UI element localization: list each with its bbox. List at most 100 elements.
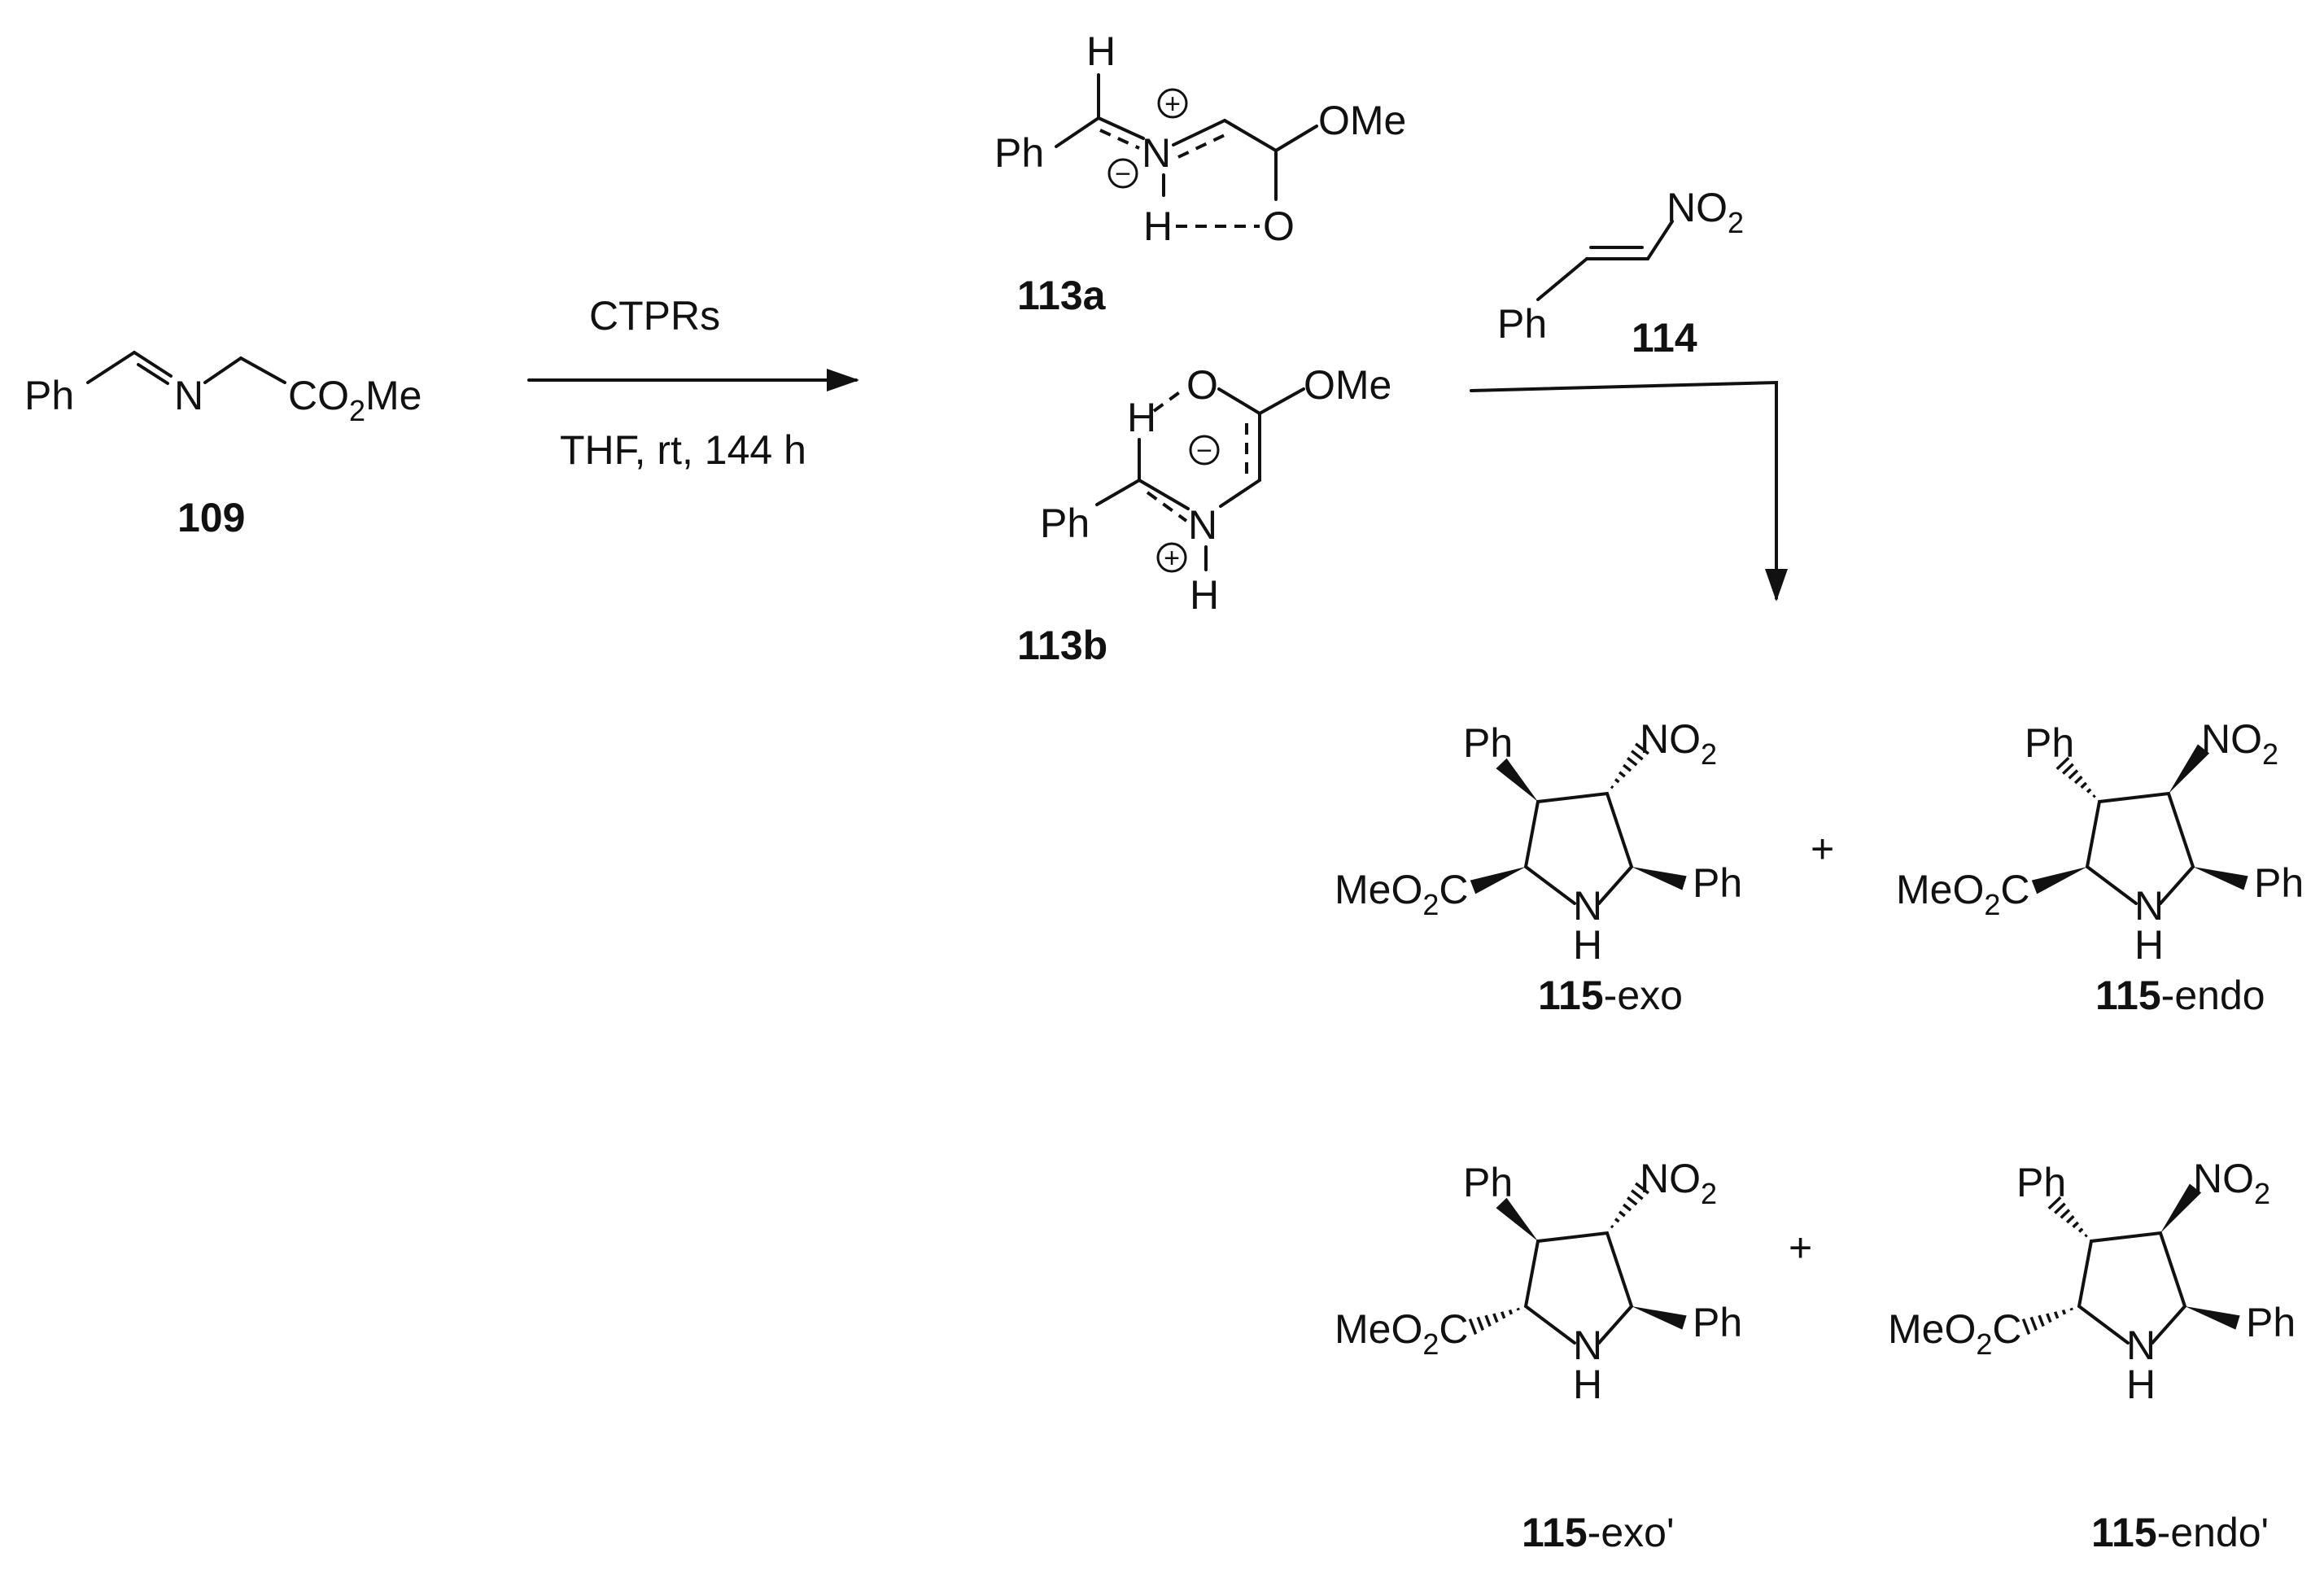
no2-label: NO2 bbox=[1640, 716, 1717, 771]
c114-bond-ph-c bbox=[1536, 257, 1588, 301]
n-label: N bbox=[2134, 883, 2164, 929]
compound-109: Ph N CO2Me 109 bbox=[24, 351, 422, 540]
no2-stereo-bond bbox=[1610, 742, 1649, 789]
no2-label: NO2 bbox=[2193, 1156, 2270, 1210]
c109-bond-ch2-co bbox=[239, 356, 286, 384]
ph-label: Ph bbox=[2025, 720, 2074, 766]
c113b-minus-charge bbox=[1189, 435, 1220, 466]
no2-stereo-bond bbox=[2160, 1183, 2202, 1233]
n-label: N bbox=[2126, 1323, 2156, 1368]
ester-stereo-bond bbox=[2031, 867, 2087, 894]
n-label: N bbox=[1573, 883, 1602, 929]
c113b-bond-ph-c bbox=[1095, 479, 1141, 506]
c109-bond-ph-c bbox=[86, 351, 136, 384]
c113a-bond-c-n-2 bbox=[1099, 129, 1140, 150]
c113b-bond-c-ome bbox=[1258, 387, 1305, 415]
ph-stereo-bond bbox=[2055, 756, 2096, 798]
ester-stereo-bond bbox=[1468, 1307, 1520, 1335]
ester-label: MeO2C bbox=[1335, 867, 1469, 921]
c113b-ome-label: OMe bbox=[1304, 362, 1391, 408]
ph-label: Ph bbox=[2016, 1160, 2066, 1205]
c113b-ph-label: Ph bbox=[1040, 501, 1090, 546]
n-label: N bbox=[1573, 1323, 1602, 1368]
product-label: 115-endo bbox=[2095, 973, 2265, 1018]
c109-number: 109 bbox=[177, 495, 245, 540]
pyrrolidine-ring bbox=[1523, 791, 1634, 905]
plus-sign-2: + bbox=[1789, 1225, 1812, 1270]
plus-sign-1: + bbox=[1811, 826, 1834, 872]
pyrrolidine-ring bbox=[1523, 1231, 1634, 1345]
ph2-label: Ph bbox=[2246, 1300, 2296, 1345]
c113b-bond-o-c bbox=[1217, 387, 1261, 415]
c109-bond-n-ch2 bbox=[203, 356, 242, 384]
product-label: 115-exo bbox=[1538, 973, 1683, 1018]
c113a-bond-ph-c bbox=[1055, 116, 1100, 148]
nh-label: H bbox=[1573, 1362, 1602, 1407]
ph-label: Ph bbox=[1463, 1160, 1513, 1205]
c114-ph-label: Ph bbox=[1497, 301, 1547, 347]
product-label: 115-exo' bbox=[1522, 1510, 1674, 1555]
ph2-stereo-bond bbox=[1632, 1306, 1687, 1330]
c113b-plus-charge bbox=[1156, 542, 1187, 573]
c113a-bond-n-c bbox=[1172, 119, 1226, 146]
compound-113b: H O OMe − Ph N + H 113b bbox=[1017, 362, 1391, 668]
ester-label: MeO2C bbox=[1896, 867, 2030, 921]
reaction-arrow-1: CTPRs THF, rt, 144 h bbox=[527, 293, 859, 473]
c114-bond-c-no2 bbox=[1646, 220, 1674, 260]
ph2-label: Ph bbox=[1693, 860, 1742, 906]
ph-stereo-bond bbox=[1496, 1197, 1538, 1241]
c109-bond-c-n-1 bbox=[133, 351, 173, 378]
c113a-plus-charge bbox=[1157, 88, 1188, 119]
c113b-number: 113b bbox=[1017, 623, 1107, 668]
c113b-bond-c-n-2 bbox=[1146, 491, 1188, 523]
c109-n-label: N bbox=[174, 373, 203, 418]
c113b-plus-sign: + bbox=[1164, 543, 1180, 574]
c113a-bond-c-n-1 bbox=[1097, 116, 1145, 140]
ph2-stereo-bond bbox=[2185, 1306, 2240, 1330]
c114-no2-label: NO2 bbox=[1667, 185, 1744, 239]
c113a-ome-label: OMe bbox=[1318, 98, 1406, 143]
ester-stereo-bond bbox=[2021, 1307, 2073, 1335]
corner-arrow bbox=[1470, 380, 1788, 601]
ester-label: MeO2C bbox=[1888, 1306, 2022, 1361]
c113a-minus-charge bbox=[1107, 158, 1138, 189]
c109-bond-c-n-2 bbox=[137, 363, 169, 385]
ph2-label: Ph bbox=[2254, 860, 2304, 906]
c113b-n-label: N bbox=[1188, 502, 1217, 548]
c114-number: 114 bbox=[1632, 315, 1697, 361]
c113a-ph-label: Ph bbox=[994, 130, 1044, 176]
c113b-minus-sign: − bbox=[1196, 435, 1212, 466]
ph2-stereo-bond bbox=[1632, 867, 1687, 890]
c113b-h-label: H bbox=[1190, 572, 1219, 618]
c113b-h-top: H bbox=[1127, 395, 1156, 440]
no2-stereo-bond bbox=[1610, 1182, 1649, 1229]
c113a-minus-sign: − bbox=[1115, 159, 1131, 190]
c113b-bond-c-n bbox=[1219, 479, 1261, 508]
pyrrolidine-ring bbox=[2077, 1231, 2187, 1345]
ph-stereo-bond bbox=[2047, 1196, 2088, 1238]
ph2-stereo-bond bbox=[2193, 867, 2248, 890]
nh-label: H bbox=[2126, 1362, 2156, 1407]
no2-stereo-bond bbox=[2169, 744, 2210, 794]
product-label: 115-endo' bbox=[2091, 1510, 2269, 1555]
c113b-hbond bbox=[1152, 387, 1186, 413]
c113a-bond-c-ome bbox=[1274, 125, 1318, 152]
c113b-o-label: O bbox=[1186, 362, 1218, 408]
reagent-label: CTPRs bbox=[589, 293, 720, 339]
c113a-h-label: H bbox=[1143, 203, 1173, 249]
c109-ester-label: CO2Me bbox=[288, 373, 422, 427]
compound-114: Ph NO2 114 bbox=[1497, 185, 1744, 361]
compound-113a: H Ph N + − OMe O H 113a bbox=[994, 28, 1406, 318]
c113b-bond-c-n-1 bbox=[1138, 479, 1190, 510]
c113a-bond-n-c-dash bbox=[1177, 133, 1225, 159]
nh-label: H bbox=[1573, 922, 1602, 968]
c113a-number: 113a bbox=[1017, 273, 1107, 318]
c113a-o-label: O bbox=[1263, 203, 1295, 249]
ph-label: Ph bbox=[1463, 720, 1513, 766]
c113a-n-label: N bbox=[1142, 130, 1171, 176]
